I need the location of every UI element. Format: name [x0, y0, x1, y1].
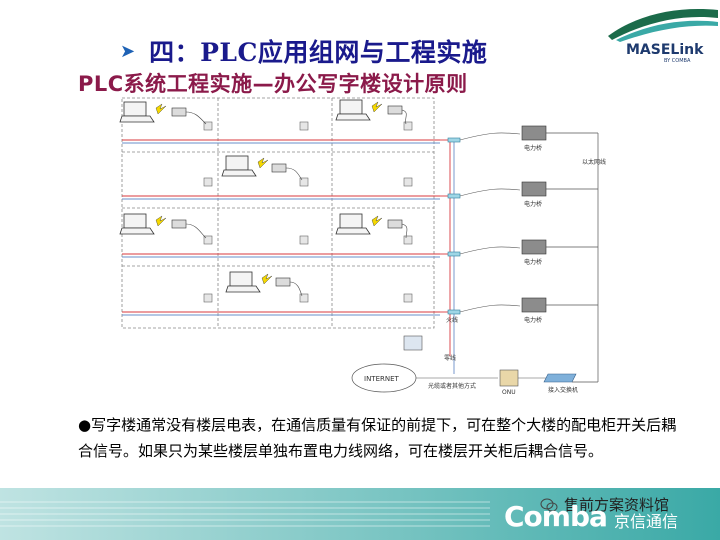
bridge-label: 电力桥 [524, 200, 542, 208]
maselink-logo [608, 9, 718, 42]
fire-line-label: 火线 [446, 316, 458, 324]
bridge-links [459, 132, 521, 313]
internet-label: INTERNET [364, 375, 400, 383]
floor-power-lines [122, 139, 440, 316]
switch-icon [543, 373, 577, 383]
slide-heading-row: ➤ 四：PLC应用组网与工程实施 [120, 34, 487, 68]
onu-icon [499, 369, 519, 387]
footer-brand-chinese: 京信通信 [614, 512, 679, 531]
body-paragraph: ●写字楼通常没有楼层电表，在通信质量有保证的前提下，可在整个大楼的配电柜开关后耦… [78, 412, 688, 464]
bridge-labels: 电力桥 电力桥 电力桥 电力桥 [524, 144, 542, 324]
power-outlets [203, 121, 413, 303]
zero-line-label: 零线 [444, 354, 456, 362]
wechat-account-name: 售前方案资料馆 [564, 496, 670, 514]
footer-brand-logo: Comba [504, 500, 608, 533]
laptop-icon [119, 99, 371, 293]
bridge-label: 电力桥 [524, 258, 542, 266]
bridge-label: 电力桥 [524, 316, 542, 324]
body-text: 写字楼通常没有楼层电表，在通信质量有保证的前提下，可在整个大楼的配电柜开关后耦合… [78, 416, 677, 460]
power-bridge-icon [521, 125, 547, 313]
wechat-icon [540, 498, 558, 511]
logo-brand-text: MASELink [626, 42, 704, 58]
building-floor-grid [121, 97, 435, 329]
bullet-icon: ● [78, 416, 92, 434]
slide-subtitle: PLC系统工程实施—办公写字楼设计原则 [78, 72, 468, 96]
bridge-label: 电力桥 [524, 144, 542, 152]
adapter-cords [185, 109, 408, 297]
wechat-watermark: 售前方案资料馆 [540, 494, 669, 515]
plc-adapter-icon [171, 105, 403, 287]
logo-tagline: BY COMBA [664, 58, 691, 64]
footer-band [0, 488, 720, 540]
riser-wiring [440, 139, 455, 374]
slide-title: 四：PLC应用组网与工程实施 [149, 38, 488, 67]
arrow-bullet-icon: ➤ [120, 40, 136, 62]
ethernet-bus [546, 132, 599, 383]
fiber-label: 光缆或者其他方式 [428, 382, 476, 390]
wireless-signal-icon [155, 101, 383, 285]
electric-meter-icon [403, 335, 423, 351]
ethernet-label: 以太网线 [582, 158, 606, 166]
switch-label: 接入交换机 [548, 386, 578, 394]
plc-network-diagram: 电力桥 电力桥 电力桥 电力桥 以太网线 火线 零线 INTERNET 光缆或者… [119, 97, 606, 396]
onu-label: ONU [502, 389, 516, 396]
